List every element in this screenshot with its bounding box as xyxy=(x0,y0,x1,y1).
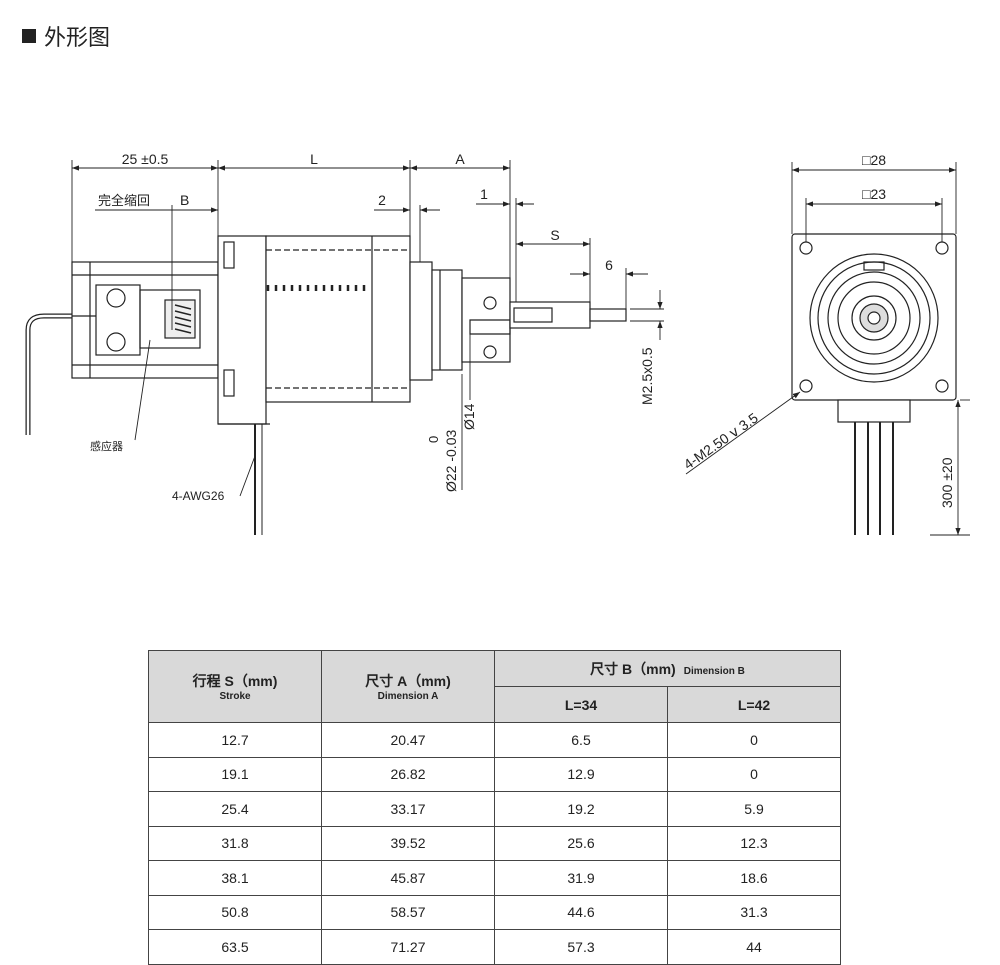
table-cell: 39.52 xyxy=(321,825,495,861)
dim-2-label: 2 xyxy=(378,192,386,208)
table-cell: 25.4 xyxy=(148,791,322,827)
table-cell: 12.7 xyxy=(148,722,322,758)
front-dimensions xyxy=(685,162,970,536)
square-bullet-icon xyxy=(22,29,36,43)
dia-22-zero-label: 0 xyxy=(426,436,441,443)
full-retract-label: 完全缩回 xyxy=(98,193,150,208)
col-l34-header: L=34 xyxy=(494,686,668,723)
dim-1-label: 1 xyxy=(480,186,488,202)
table-cell: 31.9 xyxy=(494,860,668,896)
dia-22-label: Ø22 -0.03 xyxy=(443,430,459,492)
sq28-label: □28 xyxy=(862,152,886,168)
table-cell: 31.3 xyxy=(667,894,841,930)
sq23-label: □23 xyxy=(862,186,886,202)
dim-A-label: A xyxy=(455,151,465,167)
table-cell: 18.6 xyxy=(667,860,841,896)
col-l42-header: L=42 xyxy=(667,686,841,723)
dim-B-label: B xyxy=(180,192,189,208)
table-cell: 50.8 xyxy=(148,894,322,930)
spec-table: 行程 S（mm) Stroke 尺寸 A（mm) Dimension A 尺寸 … xyxy=(148,650,841,965)
sensor-screw-top xyxy=(106,288,126,308)
table-cell: 44 xyxy=(667,929,841,965)
section-title-text: 外形图 xyxy=(44,26,111,51)
outline-drawing: 25 ±0.5 L A 完全缩回 B 2 1 S 6 感应器 4-AWG26 M… xyxy=(25,151,970,536)
side-view xyxy=(25,235,627,535)
table-cell: 19.2 xyxy=(494,791,668,827)
table-cell: 33.17 xyxy=(321,791,495,827)
table-cell: 38.1 xyxy=(148,860,322,896)
table-cell: 20.47 xyxy=(321,722,495,758)
cable-left xyxy=(25,313,72,435)
front-view xyxy=(791,233,957,535)
table-cell: 71.27 xyxy=(321,929,495,965)
dim-25-label: 25 ±0.5 xyxy=(122,151,169,167)
side-dimensions xyxy=(71,160,664,497)
dia-14-label: Ø14 xyxy=(461,403,477,430)
sensor-label: 感应器 xyxy=(90,439,123,453)
shaft xyxy=(509,301,591,329)
dim-S-label: S xyxy=(550,227,559,243)
table-cell: 19.1 xyxy=(148,756,322,792)
table-cell: 45.87 xyxy=(321,860,495,896)
table-cell: 12.3 xyxy=(667,825,841,861)
table-cell: 57.3 xyxy=(494,929,668,965)
section-title: 外形图 xyxy=(22,20,110,52)
wire-label: 4-AWG26 xyxy=(172,489,225,503)
col-dim-a-header: 尺寸 A（mm) Dimension A xyxy=(321,650,495,723)
table-cell: 5.9 xyxy=(667,791,841,827)
table-cell: 0 xyxy=(667,722,841,758)
table-cell: 25.6 xyxy=(494,825,668,861)
sensor-screw-bottom xyxy=(106,332,126,352)
col-stroke-header: 行程 S（mm) Stroke xyxy=(148,650,322,723)
table-cell: 63.5 xyxy=(148,929,322,965)
table-cell: 26.82 xyxy=(321,756,495,792)
dim-L-label: L xyxy=(310,151,318,167)
col-dim-b-header: 尺寸 B（mm)Dimension B xyxy=(494,650,841,687)
dim-6-label: 6 xyxy=(605,257,613,273)
table-cell: 44.6 xyxy=(494,894,668,930)
table-cell: 12.9 xyxy=(494,756,668,792)
sensor-housing xyxy=(71,261,219,379)
holes-label: 4-M2.50 ⅴ 3.5 xyxy=(681,409,762,472)
table-cell: 0 xyxy=(667,756,841,792)
lead-length-label: 300 ±20 xyxy=(939,457,955,508)
table-cell: 58.57 xyxy=(321,894,495,930)
motor-body xyxy=(265,235,411,403)
table-cell: 6.5 xyxy=(494,722,668,758)
table-cell: 31.8 xyxy=(148,825,322,861)
thread-label: M2.5x0.5 xyxy=(639,347,655,405)
